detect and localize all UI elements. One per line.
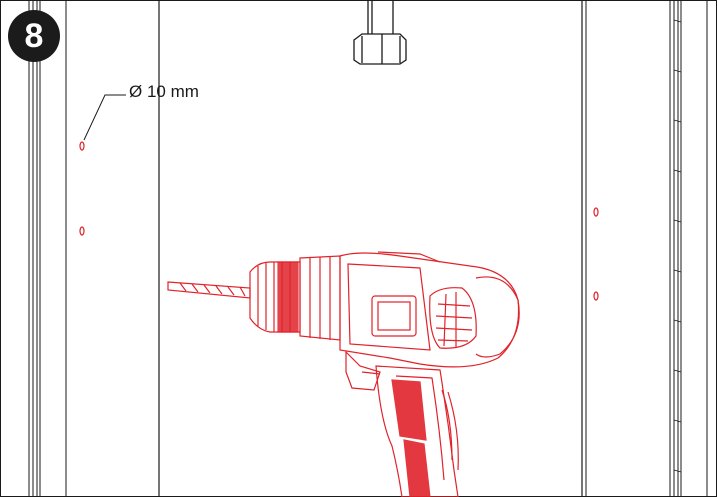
drill-hole-marker <box>593 291 599 301</box>
step-number: 8 <box>24 17 44 55</box>
power-drill-icon <box>167 251 520 497</box>
drill-hole-markers <box>79 141 599 301</box>
hole-diameter-label: Ø 10 mm <box>129 82 199 101</box>
drill-hole-marker <box>79 226 85 236</box>
drill-hole-marker <box>593 207 599 217</box>
step-number-badge: 8 <box>8 10 60 62</box>
right-side-panel <box>581 0 708 497</box>
drill-hole-marker <box>79 141 85 151</box>
step-badge-circle <box>8 10 60 62</box>
panel-edge-ticks <box>673 19 682 473</box>
hex-nut-icon <box>353 0 407 65</box>
dimension-leader-line <box>83 94 126 141</box>
left-side-panel <box>28 0 160 497</box>
